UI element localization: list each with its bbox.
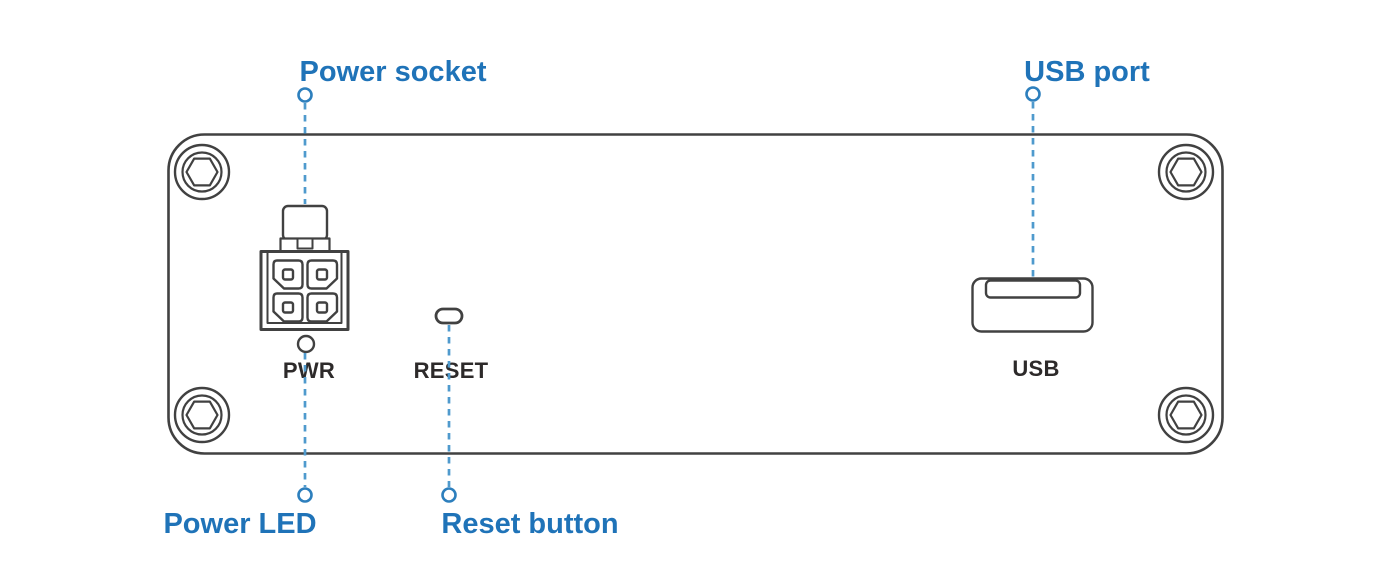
power-socket-cavity-1 [272,259,304,290]
power-socket-cavity-4 [306,292,339,323]
screw-hex-socket [185,157,219,187]
panel-label-usb: USB [1012,356,1060,381]
callout-power-socket: Power socket [299,56,487,88]
power-socket-body [259,250,350,331]
callout-power-led: Power LED [163,508,317,540]
usb-port-icon [971,277,1094,333]
usb-port-tongue [984,279,1082,299]
power-socket-pin [315,268,329,281]
power-socket-icon [259,204,350,331]
power-socket-cavity-3 [272,292,304,323]
screw-hex-socket [1169,400,1203,430]
screw-inner-ring [181,151,223,193]
screw-inner-ring [181,394,223,436]
power-led-icon [296,334,316,354]
power-socket-latch-tab [296,237,314,250]
screw-bottom-right-icon [1157,386,1215,444]
screw-outer-ring [1157,386,1215,444]
callout-usb-port: USB port [1024,56,1150,88]
power-socket-inner-wall [266,252,343,324]
reset-button-icon [434,307,464,325]
device-outline [167,133,1224,455]
screw-inner-ring [1165,151,1207,193]
screw-outer-ring [1157,143,1215,201]
screw-top-right-icon [1157,143,1215,201]
screw-top-left-icon [173,143,231,201]
screw-outer-ring [173,143,231,201]
power-socket-pin [315,301,329,314]
screw-hex-socket [185,400,219,430]
power-socket-cavity-2 [306,259,339,290]
panel-label-reset: RESET [413,358,489,383]
power-socket-latch [281,204,329,242]
screw-inner-ring [1165,394,1207,436]
screw-hex-socket [1169,157,1203,187]
power-socket-pin [281,301,295,314]
power-socket-pin [281,268,295,281]
screw-outer-ring [173,386,231,444]
screw-bottom-left-icon [173,386,231,444]
panel-label-pwr: PWR [282,358,336,383]
callout-reset-button: Reset button [441,508,619,540]
